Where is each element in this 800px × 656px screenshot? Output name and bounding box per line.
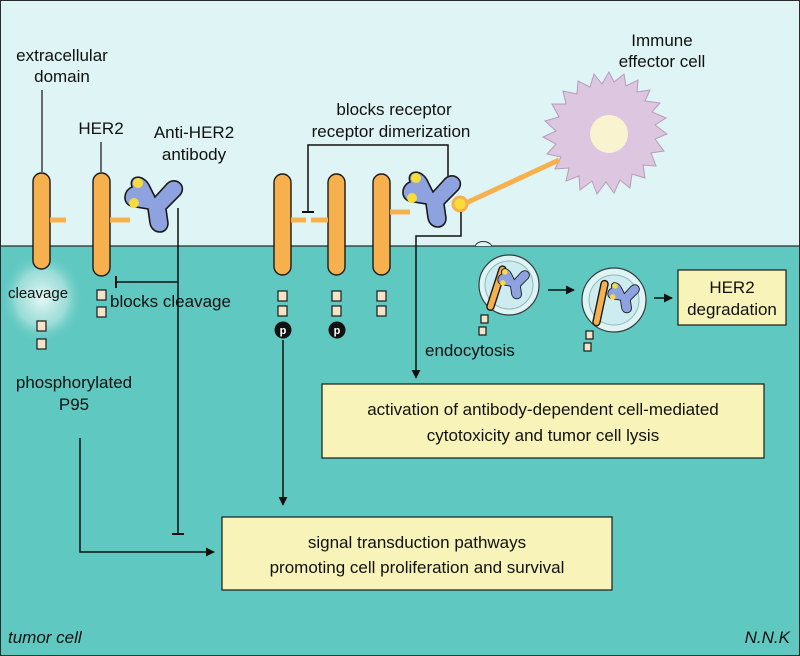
adcc-line1: activation of antibody-dependent cell-me… bbox=[367, 400, 719, 419]
her2-intracellular-segment bbox=[277, 290, 288, 302]
phosphate-marker bbox=[274, 321, 292, 339]
signal-line2: promoting cell proliferation and surviva… bbox=[270, 558, 565, 577]
receptor-tail-segment bbox=[585, 330, 594, 340]
her2-receptor bbox=[327, 173, 346, 276]
extracellular-domain-receptor bbox=[32, 172, 51, 270]
her2-intracellular-segment bbox=[376, 290, 387, 302]
adcc-box bbox=[321, 383, 765, 459]
label-antibody: antibody bbox=[162, 145, 227, 164]
adcc-line2: cytotoxicity and tumor cell lysis bbox=[427, 426, 659, 445]
receptor-tail-segment bbox=[480, 314, 489, 324]
label-her2: HER2 bbox=[78, 119, 123, 138]
label-anti-her2: Anti-HER2 bbox=[154, 123, 234, 142]
label-p95: P95 bbox=[59, 395, 89, 414]
her2-intracellular-segment bbox=[331, 290, 342, 302]
signal-transduction-box bbox=[221, 516, 613, 591]
immune-cell-nucleus bbox=[590, 115, 628, 153]
phosphate-label: p bbox=[334, 325, 341, 337]
her2-intracellular-segment bbox=[331, 305, 342, 317]
phosphate-label: p bbox=[280, 325, 287, 337]
her2-intracellular-segment bbox=[96, 289, 107, 301]
membrane-invagination bbox=[474, 241, 493, 247]
fc-receptor-link bbox=[464, 157, 561, 206]
anti-her2-antibody bbox=[402, 171, 462, 228]
her2-intracellular-segment bbox=[277, 305, 288, 317]
p95-signal-arrow bbox=[79, 438, 215, 557]
her2-intracellular-segment bbox=[96, 306, 107, 318]
internalized-receptor bbox=[592, 279, 609, 327]
label-extracellular: extracellular bbox=[16, 46, 108, 65]
receptor-tail-segment bbox=[583, 342, 592, 352]
p95-segment bbox=[36, 338, 47, 350]
fc-receptor-contact bbox=[451, 195, 469, 213]
p95-segment bbox=[36, 320, 47, 332]
label-tumor-cell: tumor cell bbox=[8, 628, 83, 647]
internalized-antibody bbox=[497, 268, 530, 300]
receptor-tail-segment bbox=[478, 326, 487, 336]
her2-degradation-line2: degradation bbox=[687, 300, 777, 319]
her2-receptor bbox=[273, 173, 292, 276]
her2-receptor bbox=[92, 172, 111, 277]
blocks-dimerization-path bbox=[307, 144, 449, 212]
her2-receptor bbox=[372, 173, 391, 276]
label-blocks-receptor: blocks receptor bbox=[336, 100, 452, 119]
label-blocks-cleavage: blocks cleavage bbox=[110, 292, 231, 311]
label-effector-cell: effector cell bbox=[619, 52, 706, 71]
label-receptor-dimerization: receptor dimerization bbox=[312, 122, 471, 141]
label-phosphorylated: phosphorylated bbox=[16, 373, 132, 392]
her2-degradation-line1: HER2 bbox=[709, 278, 754, 297]
author-credit: N.N.K bbox=[745, 628, 791, 647]
signal-line1: signal transduction pathways bbox=[308, 533, 526, 552]
her2-intracellular-segment bbox=[376, 305, 387, 317]
label-cleavage: cleavage bbox=[8, 285, 68, 302]
cleavage-glow bbox=[0, 252, 84, 344]
label-endocytosis: endocytosis bbox=[425, 341, 515, 360]
label-domain: domain bbox=[34, 67, 90, 86]
adcc-arrow bbox=[411, 212, 462, 379]
her2-degradation-box bbox=[677, 269, 787, 326]
phosphate-marker bbox=[328, 321, 346, 339]
anti-her2-antibody bbox=[124, 176, 184, 233]
internalized-antibody bbox=[607, 282, 640, 314]
label-immune: Immune bbox=[631, 31, 692, 50]
